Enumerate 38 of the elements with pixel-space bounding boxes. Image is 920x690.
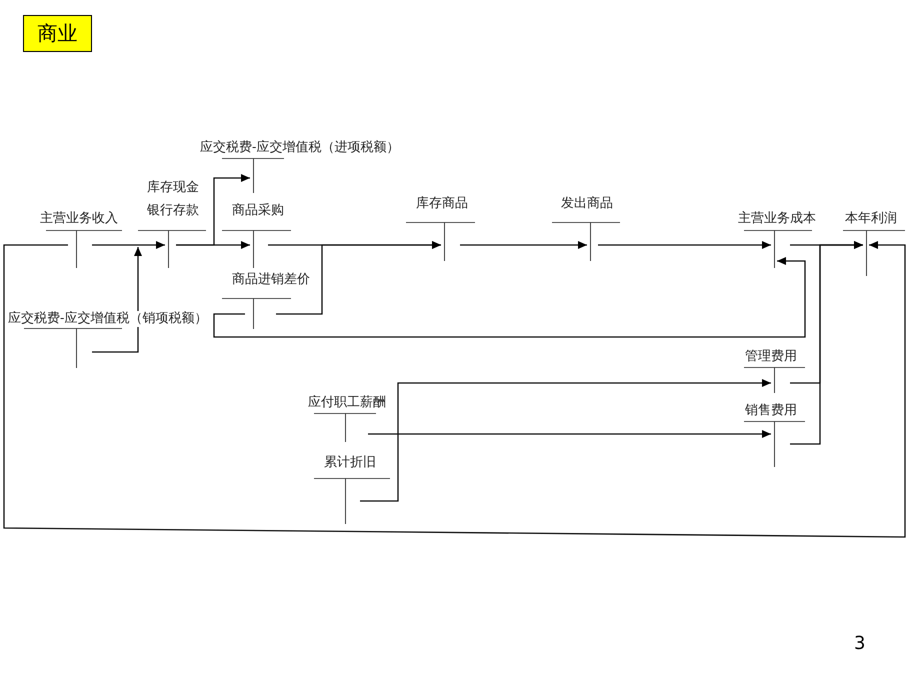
arrow	[360, 379, 771, 502]
t-account	[314, 455, 390, 524]
arrow	[92, 247, 142, 353]
arrow	[176, 174, 250, 246]
account-name: 累计折旧	[324, 455, 376, 471]
account-name: 本年利润	[845, 211, 897, 227]
t-account	[406, 196, 475, 261]
t-account	[744, 349, 805, 393]
account-name: 应付职工薪酬	[308, 395, 386, 411]
t-account	[744, 403, 805, 467]
account-name: 商品采购	[232, 203, 284, 219]
arrow	[598, 241, 771, 249]
t-account	[222, 272, 310, 329]
arrow	[790, 241, 863, 445]
account-name: 银行存款	[147, 203, 199, 219]
account-name: 管理费用	[745, 349, 797, 365]
account-name: 库存商品	[416, 196, 468, 212]
arrow	[92, 241, 165, 249]
t-account	[222, 203, 291, 268]
account-name: 库存现金	[147, 180, 199, 196]
account-name: 主营业务成本	[738, 211, 816, 227]
account-name: 主营业务收入	[40, 211, 118, 227]
t-account	[738, 211, 816, 268]
arrow	[368, 430, 771, 438]
arrow	[460, 241, 587, 249]
account-name: 发出商品	[561, 196, 613, 212]
t-account	[308, 395, 386, 442]
page-number: 3	[854, 633, 866, 654]
t-account	[40, 211, 122, 268]
account-name: 商品进销差价	[232, 272, 310, 288]
arrow	[213, 257, 806, 338]
arrow	[3, 241, 906, 538]
t-account	[843, 211, 905, 276]
t-account	[138, 180, 206, 268]
title: 商业	[23, 15, 92, 52]
arrow	[276, 241, 441, 315]
t-account	[552, 196, 620, 261]
account-name: 销售费用	[745, 403, 797, 419]
